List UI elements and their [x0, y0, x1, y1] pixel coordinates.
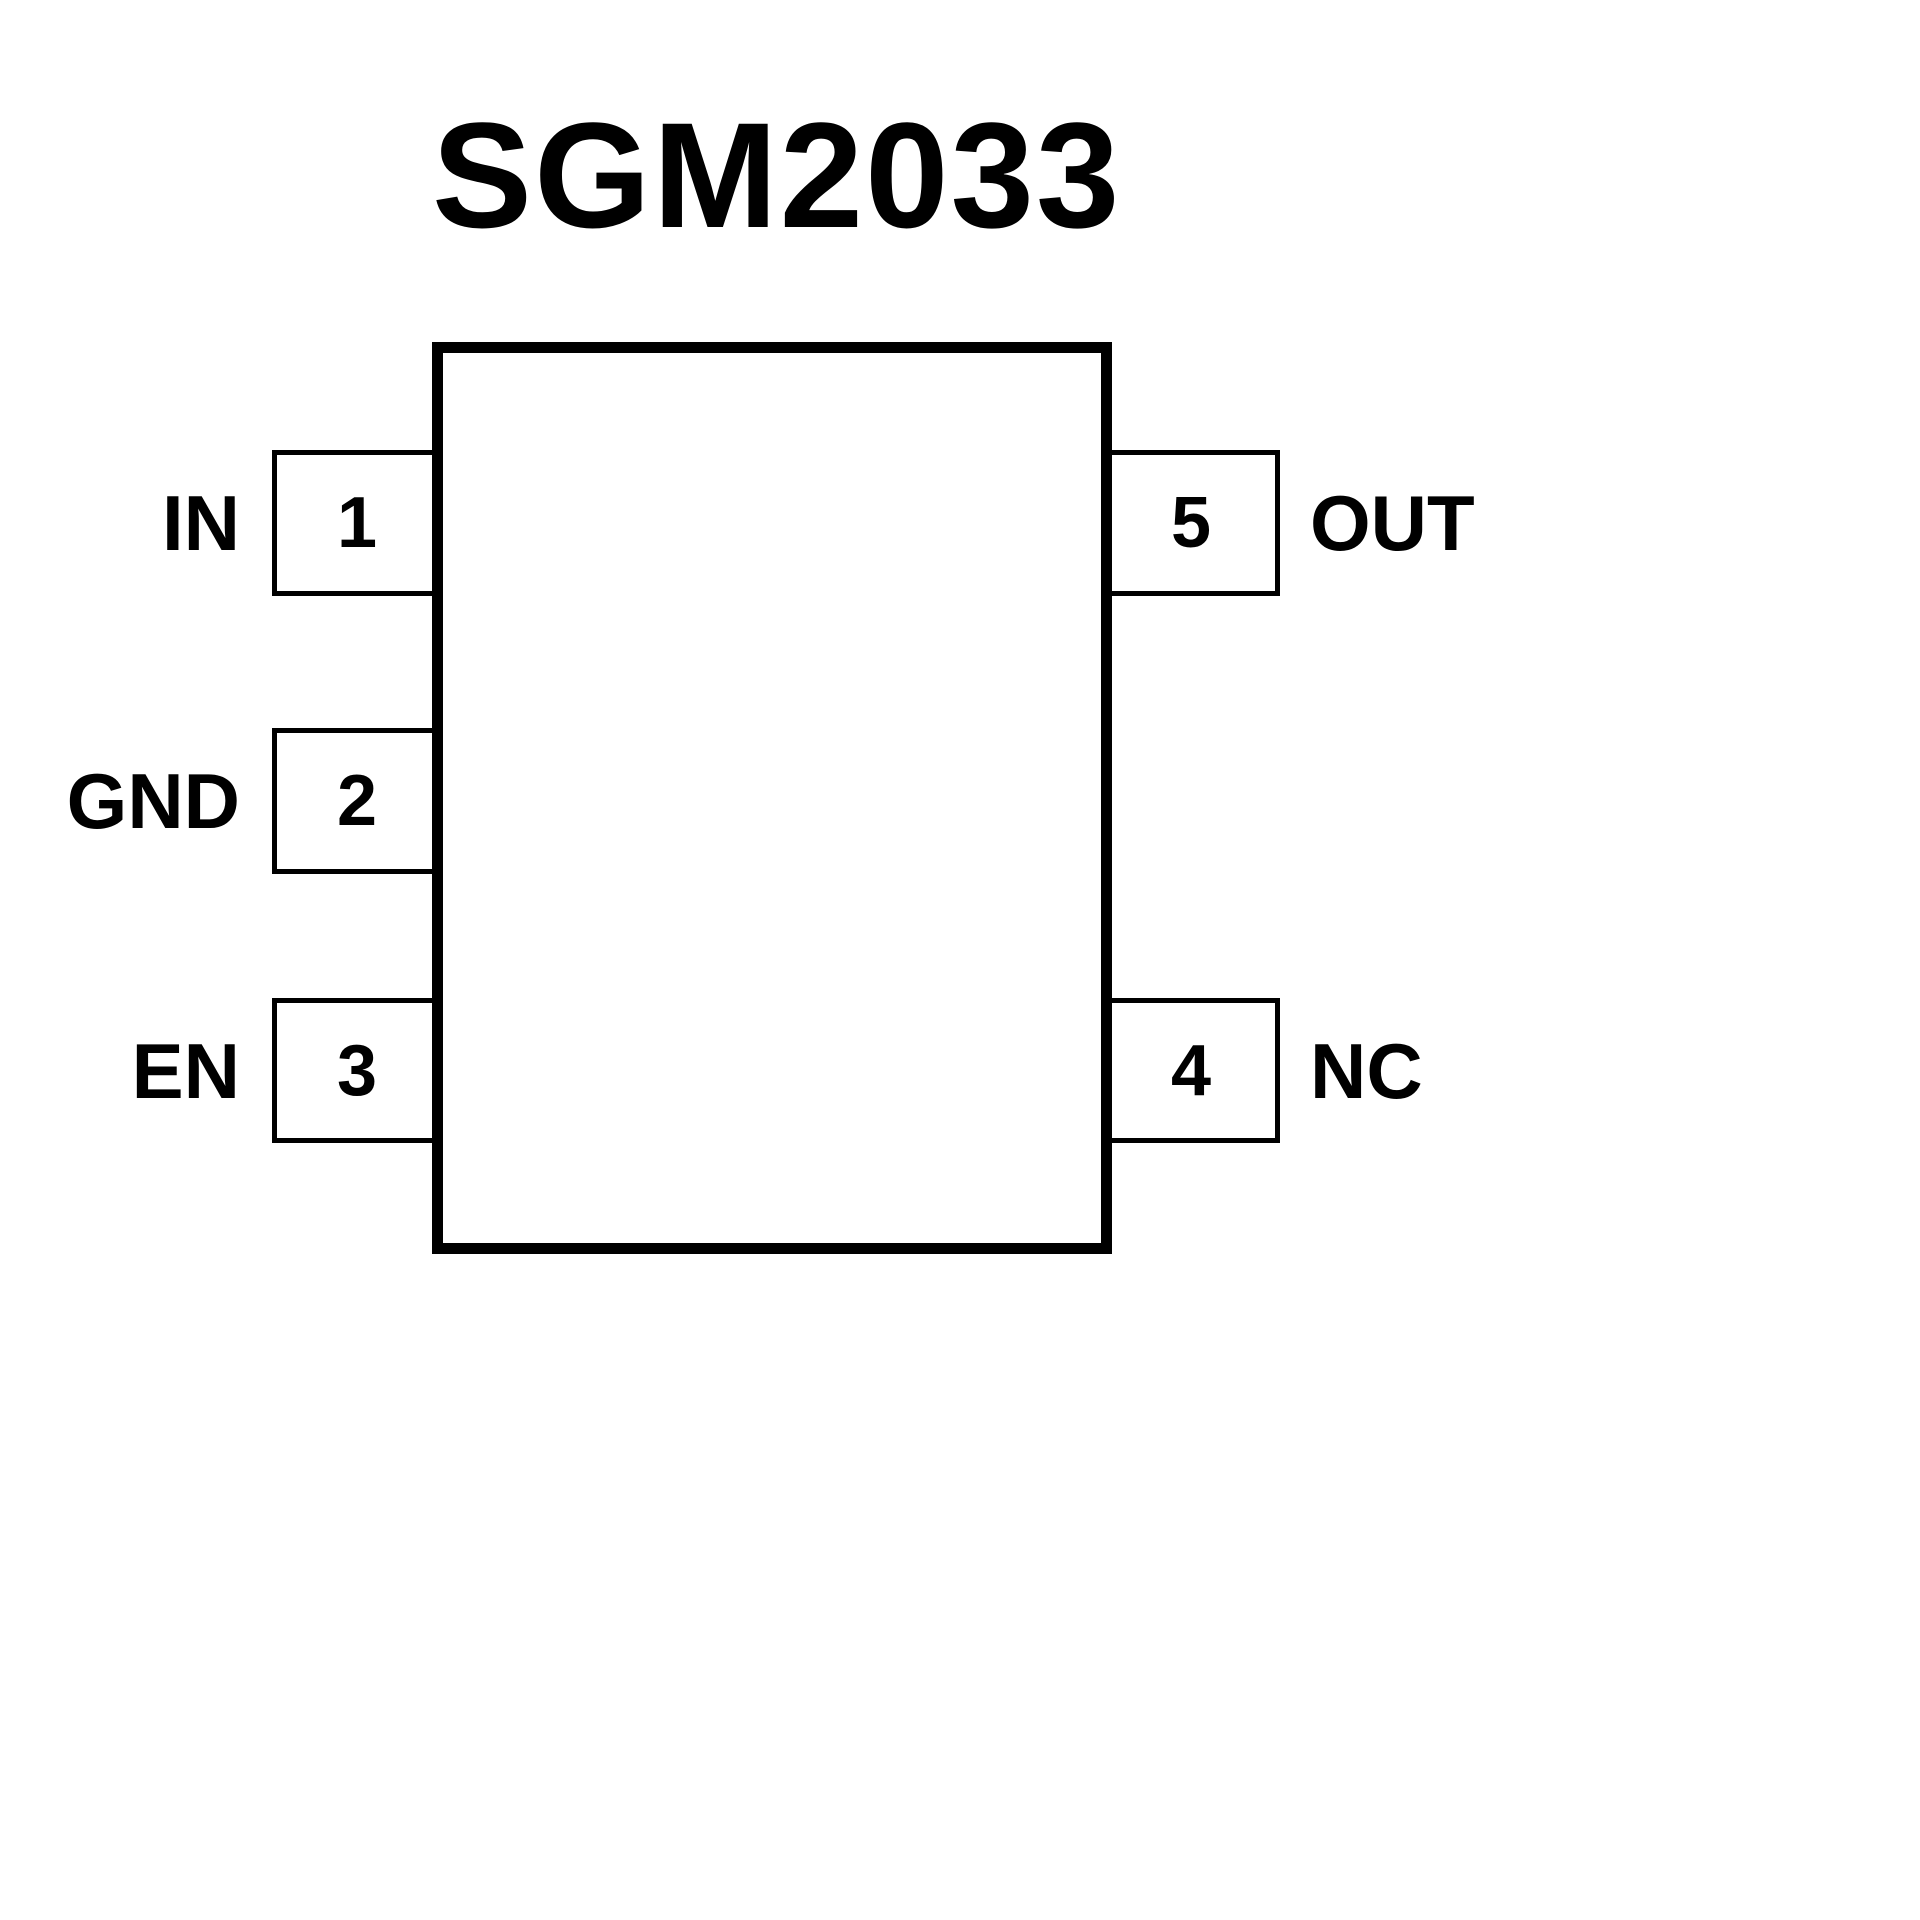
pin-box-2: 2 [272, 728, 442, 874]
pin-number-4: 4 [1170, 1030, 1212, 1111]
pin-label-nc: NC [1310, 1026, 1423, 1115]
pin-box-5: 5 [1102, 450, 1280, 596]
pin-number-1: 1 [336, 483, 378, 563]
pin-box-1: 1 [272, 450, 442, 596]
pin-label-gnd: GND [66, 757, 240, 845]
chip-title: SGM2033 [432, 91, 1122, 259]
pin-box-4: 4 [1102, 998, 1280, 1143]
pin-label-out: OUT [1310, 479, 1475, 567]
pin-label-in: IN [162, 479, 240, 567]
chip-body [432, 342, 1112, 1254]
pin-number-3: 3 [336, 1030, 378, 1111]
pin-number-2: 2 [336, 761, 378, 841]
pin-number-5: 5 [1170, 483, 1212, 563]
pin-label-en: EN [131, 1026, 240, 1115]
pin-box-3: 3 [272, 998, 442, 1143]
